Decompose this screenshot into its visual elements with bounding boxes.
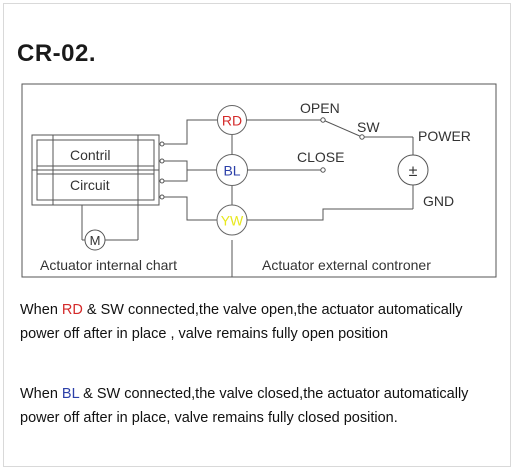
image-frame [3, 3, 511, 467]
terminal-rd-label: RD [222, 113, 242, 129]
text-close-rest: & SW connected,the valve closed,the actu… [79, 386, 469, 402]
power-source-sign: ± [409, 163, 418, 180]
text-when: When [20, 386, 62, 402]
internal-wiring [164, 119, 233, 221]
external-wiring [246, 119, 414, 221]
internal-caption: Actuator internal chart [40, 257, 177, 273]
terminal-bl-label: BL [223, 163, 240, 179]
close-label: CLOSE [297, 149, 344, 165]
open-label: OPEN [300, 100, 340, 116]
description-open-line-2: power off after in place , valve remains… [20, 326, 389, 342]
text-open-rest: & SW connected,the valve open,the actuat… [82, 302, 463, 318]
term-bl: BL [61, 386, 80, 402]
wiring-diagram: Contril Circuit M RD BL YW [21, 83, 497, 278]
power-label: POWER [418, 128, 471, 144]
control-label-1: Contril [70, 147, 110, 163]
term-rd: RD [61, 302, 83, 318]
motor-label: M [90, 233, 101, 248]
terminal-yw-label: YW [221, 213, 244, 229]
gnd-label: GND [423, 193, 454, 209]
control-terminals [159, 141, 165, 200]
switch-contacts [320, 117, 365, 173]
description-close-line-2: power off after in place, valve remains … [20, 410, 398, 426]
description-close-line-1: When BL & SW connected,the valve closed,… [20, 382, 508, 406]
page-title: CR-02. [17, 40, 97, 67]
motor-symbol [81, 205, 139, 251]
control-circuit-block [31, 134, 160, 206]
description-open: When RD & SW connected,the valve open,th… [20, 298, 508, 346]
power-source-symbol [397, 154, 429, 186]
text-when: When [20, 302, 62, 318]
external-caption: Actuator external controner [262, 257, 431, 273]
description-close: When BL & SW connected,the valve closed,… [20, 382, 508, 430]
description-open-line-1: When RD & SW connected,the valve open,th… [20, 298, 508, 322]
diagram-outer-border [21, 83, 497, 278]
control-label-2: Circuit [70, 177, 110, 193]
sw-label: SW [357, 119, 380, 135]
